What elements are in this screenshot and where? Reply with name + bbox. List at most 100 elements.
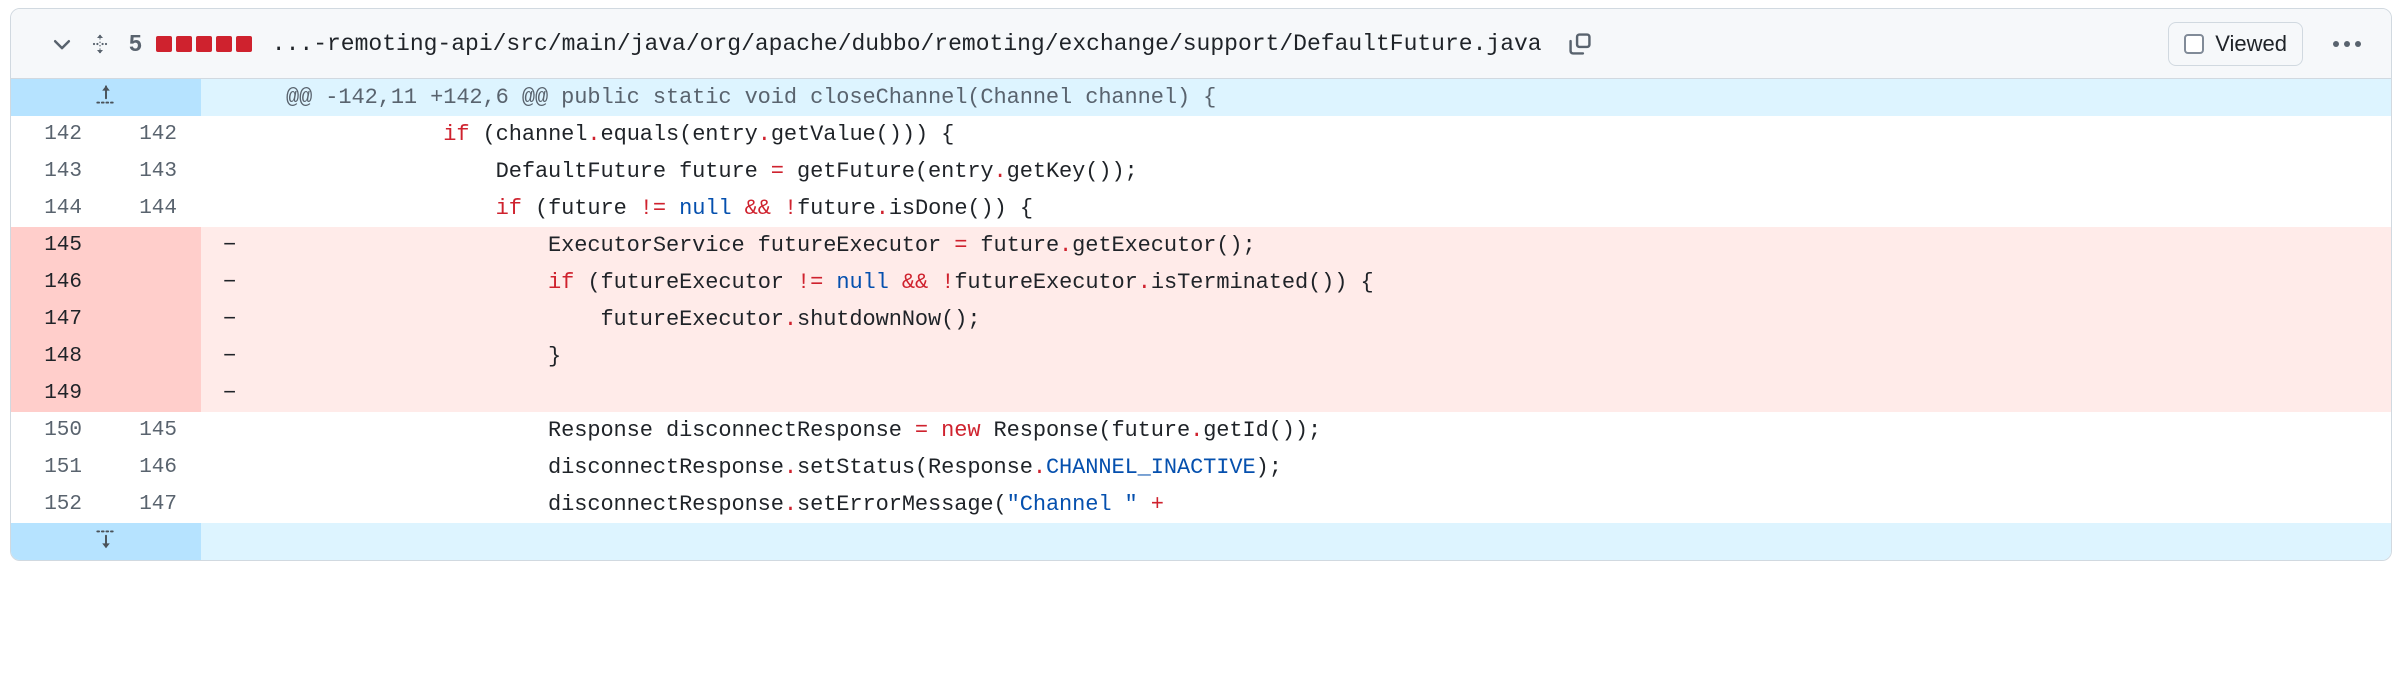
code-line[interactable]: if (channel.equals(entry.getValue())) { — [276, 116, 2391, 153]
code-token: getValue())) { — [770, 121, 955, 147]
line-number-old[interactable]: 145 — [11, 227, 106, 264]
code-token: disconnectResponse — [286, 454, 784, 480]
line-number-old[interactable]: 150 — [11, 412, 106, 449]
viewed-toggle[interactable]: Viewed — [2168, 21, 2303, 66]
code-token: . — [1059, 232, 1073, 258]
code-token: (future — [521, 195, 640, 221]
code-line[interactable]: futureExecutor.shutdownNow(); — [276, 301, 2391, 338]
expand-down-row — [11, 523, 2391, 560]
viewed-label: Viewed — [2215, 30, 2287, 56]
code-token: } — [286, 343, 562, 369]
diffstat-block-deleted — [215, 35, 232, 52]
diff-file-container: 5 ...-remoting-api/src/main/java/org/apa… — [10, 8, 2392, 561]
line-number-old[interactable]: 148 — [11, 338, 106, 375]
code-token — [732, 196, 745, 221]
code-token: && — [901, 269, 929, 295]
code-token: getId()); — [1203, 417, 1322, 443]
code-token — [666, 196, 679, 221]
code-token: + — [1150, 491, 1164, 517]
code-line[interactable]: if (futureExecutor != null && !futureExe… — [276, 264, 2391, 301]
code-token — [928, 418, 941, 443]
code-token: setErrorMessage( — [797, 491, 1007, 517]
line-number-new[interactable] — [106, 338, 201, 375]
code-token: != — [639, 195, 666, 221]
line-number-new[interactable]: 142 — [106, 116, 201, 153]
line-number-old[interactable]: 151 — [11, 449, 106, 486]
code-token: (channel — [469, 121, 588, 147]
code-line[interactable]: disconnectResponse.setStatus(Response.CH… — [276, 449, 2391, 486]
code-token: ! — [941, 269, 955, 295]
code-token: DefaultFuture future — [286, 158, 771, 184]
diff-marker — [201, 190, 276, 227]
code-token: setStatus(Response — [797, 454, 1033, 480]
code-line[interactable]: disconnectResponse.setErrorMessage("Chan… — [276, 486, 2391, 523]
code-token — [286, 270, 548, 295]
line-number-new[interactable]: 147 — [106, 486, 201, 523]
code-token: = — [914, 417, 929, 443]
code-token: if — [548, 269, 575, 295]
diff-row-deleted: 149− — [11, 375, 2391, 412]
diff-marker — [201, 153, 276, 190]
drag-handle-icon[interactable] — [81, 27, 119, 61]
code-line[interactable]: Response disconnectResponse = new Respon… — [276, 412, 2391, 449]
collapse-file-button[interactable] — [45, 27, 79, 61]
code-token: = — [770, 158, 784, 184]
code-line[interactable]: ExecutorService futureExecutor = future.… — [276, 227, 2391, 264]
code-token: (futureExecutor — [574, 269, 798, 295]
diff-marker — [201, 412, 276, 449]
code-line[interactable]: DefaultFuture future = getFuture(entry.g… — [276, 153, 2391, 190]
expand-up-button[interactable] — [11, 79, 201, 116]
diffstat-block-deleted — [195, 35, 212, 52]
line-number-new[interactable]: 144 — [106, 190, 201, 227]
hunk-marker — [201, 79, 276, 116]
code-token: . — [993, 158, 1007, 184]
line-number-new[interactable]: 146 — [106, 449, 201, 486]
hunk-header-text: @@ -142,11 +142,6 @@ public static void … — [276, 79, 2391, 116]
diffstat-block-deleted — [175, 35, 192, 52]
diff-marker: − — [201, 227, 276, 264]
code-line[interactable] — [276, 375, 2391, 412]
code-token: . — [875, 195, 889, 221]
diff-marker: − — [201, 264, 276, 301]
kebab-menu-icon[interactable] — [2325, 26, 2369, 62]
line-number-old[interactable]: 146 — [11, 264, 106, 301]
diff-row-deleted: 146 − if (futureExecutor != null && !futu… — [11, 264, 2391, 301]
expand-down-code — [276, 523, 2391, 560]
viewed-checkbox[interactable] — [2184, 33, 2205, 54]
diffstat-block-deleted — [155, 35, 172, 52]
code-token: getKey()); — [1006, 158, 1138, 184]
line-number-new[interactable]: 143 — [106, 153, 201, 190]
diff-marker: − — [201, 338, 276, 375]
copy-icon[interactable] — [1560, 26, 1600, 62]
code-token — [286, 122, 443, 147]
line-number-new[interactable] — [106, 264, 201, 301]
change-count: 5 — [129, 30, 142, 56]
line-number-old[interactable]: 142 — [11, 116, 106, 153]
code-token: && — [744, 195, 771, 221]
code-token: . — [587, 121, 601, 147]
code-token: equals(entry — [600, 121, 758, 147]
diff-body: @@ -142,11 +142,6 @@ public static void … — [11, 79, 2391, 560]
hunk-header-row: @@ -142,11 +142,6 @@ public static void … — [11, 79, 2391, 116]
code-token: getFuture(entry — [783, 158, 994, 184]
line-number-new[interactable] — [106, 375, 201, 412]
line-number-old[interactable]: 152 — [11, 486, 106, 523]
code-line[interactable]: if (future != null && !future.isDone()) … — [276, 190, 2391, 227]
line-number-old[interactable]: 143 — [11, 153, 106, 190]
code-token: "Channel " — [1006, 491, 1138, 517]
code-token: . — [757, 121, 771, 147]
code-line[interactable]: } — [276, 338, 2391, 375]
code-token: new — [941, 417, 981, 443]
line-number-new[interactable]: 145 — [106, 412, 201, 449]
line-number-new[interactable] — [106, 227, 201, 264]
line-number-old[interactable]: 147 — [11, 301, 106, 338]
code-token: . — [783, 306, 797, 332]
line-number-new[interactable] — [106, 301, 201, 338]
line-number-old[interactable]: 144 — [11, 190, 106, 227]
expand-down-button[interactable] — [11, 523, 201, 560]
line-number-old[interactable]: 149 — [11, 375, 106, 412]
